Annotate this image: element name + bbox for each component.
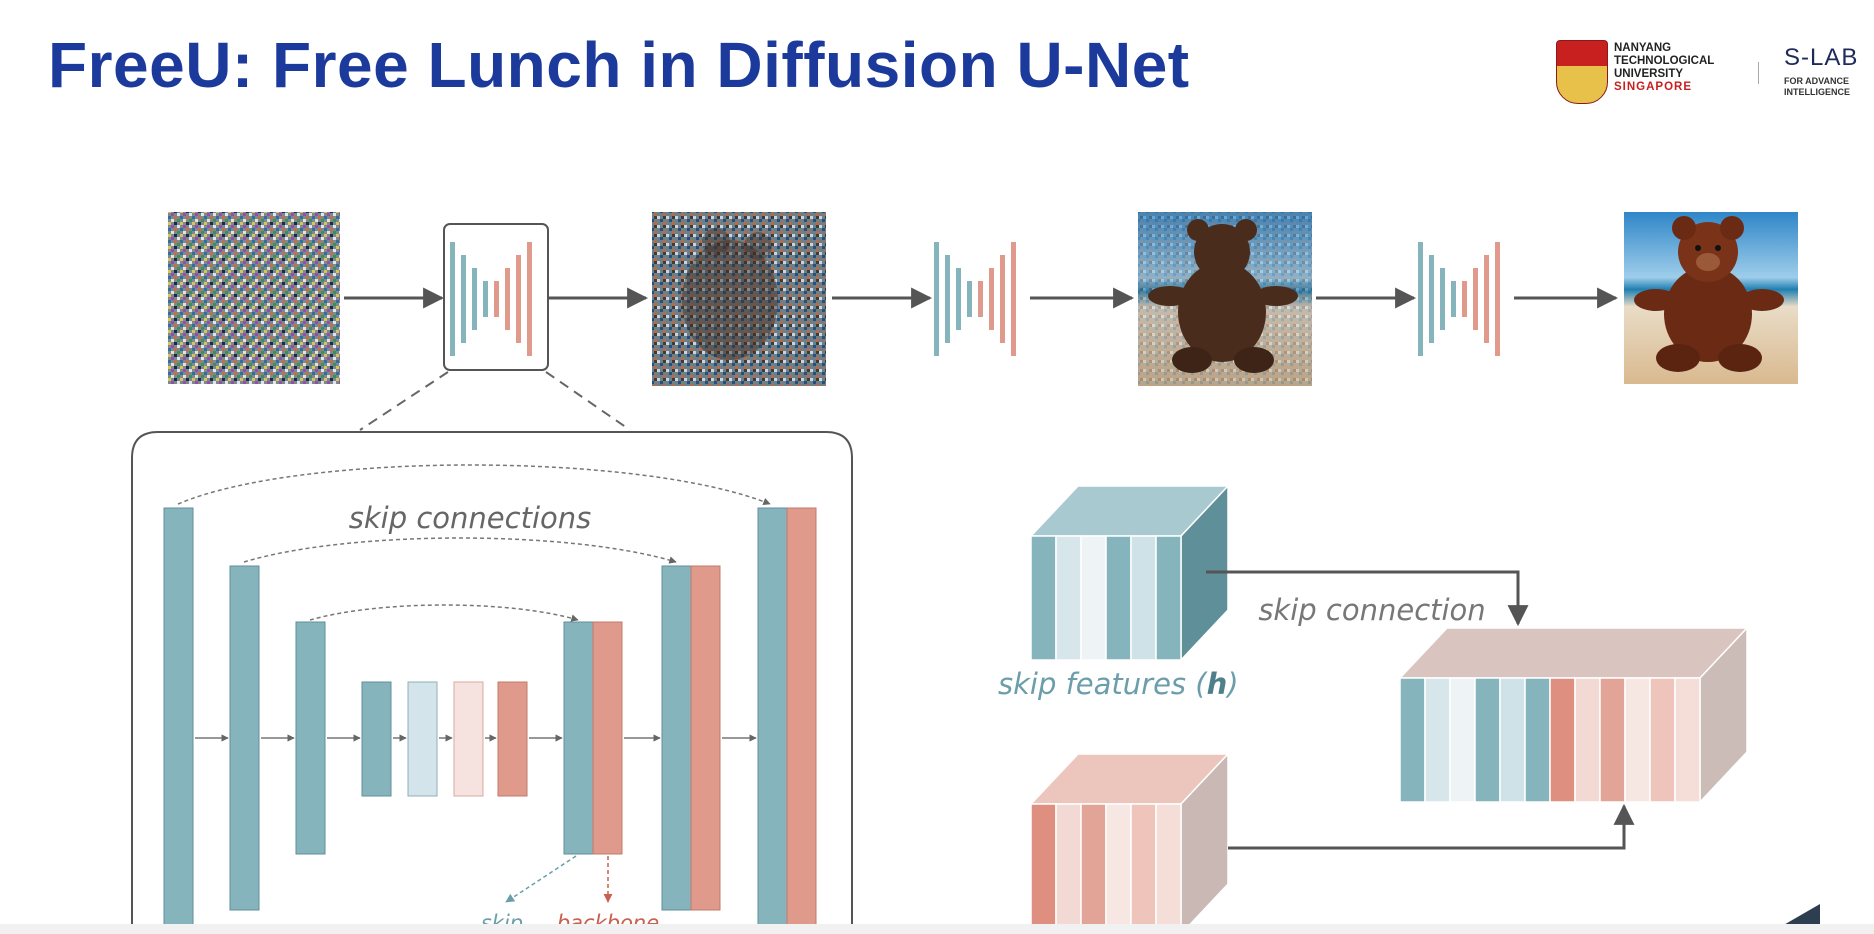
logo-divider <box>1758 62 1759 84</box>
skip-arc-outer <box>177 464 771 505</box>
logo-group: NANYANG TECHNOLOGICAL UNIVERSITY SINGAPO… <box>1552 38 1874 108</box>
noise-image <box>168 212 340 384</box>
partially-denoised-image <box>652 212 826 386</box>
decoder-backbone-block-3 <box>592 621 623 855</box>
skip-features-symbol: h <box>1207 667 1228 701</box>
decoder-skip-block-3 <box>563 621 594 855</box>
backbone-features-cube <box>1029 752 1230 934</box>
skip-output-arrow <box>505 855 577 903</box>
encoder-block-3 <box>295 621 326 855</box>
ntu-line-3: UNIVERSITY <box>1614 68 1684 80</box>
ntu-line-1: NANYANG <box>1614 42 1672 54</box>
encoder-block-2 <box>229 565 260 911</box>
skip-features-label-text: skip features ( <box>998 667 1208 701</box>
skip-connections-label: skip connections <box>349 501 591 535</box>
skip-arc-middle <box>243 537 677 564</box>
skip-connection-arrow <box>1206 570 1529 627</box>
slide-title: FreeU: Free Lunch in Diffusion U-Net <box>48 29 1190 101</box>
denoising-pipeline <box>168 212 1798 386</box>
slab-logo-subtitle: FOR ADVANCE INTELLIGENCE <box>1784 76 1850 98</box>
unet-panel-frame <box>131 431 853 934</box>
concatenated-features-cube <box>1398 626 1749 804</box>
bottleneck-block-1 <box>361 681 392 797</box>
zoom-line-left <box>359 371 449 431</box>
bottleneck-block-4 <box>497 681 528 797</box>
noisy-teddy-bear-image <box>1138 212 1312 386</box>
unet-icon-1 <box>450 242 532 356</box>
ntu-line-2: TECHNOLOGICAL <box>1614 55 1715 67</box>
backbone-connection-arrow <box>1228 803 1635 850</box>
skip-features-label-close: ) <box>1225 667 1238 701</box>
slab-logo-title: S-LAB <box>1784 44 1859 71</box>
zoom-line-right <box>545 371 631 431</box>
encoder-block-1 <box>163 507 194 934</box>
unet-detail-panel: skip connections s <box>131 431 853 934</box>
slab-sub-line-2: INTELLIGENCE <box>1784 87 1851 97</box>
unet-icon-2 <box>934 242 1016 356</box>
ntu-line-4: SINGAPORE <box>1614 81 1693 93</box>
ntu-wordmark: NANYANG TECHNOLOGICAL UNIVERSITY SINGAPO… <box>1614 42 1714 94</box>
bottleneck-block-2 <box>407 681 438 797</box>
skip-arc-inner <box>309 604 579 622</box>
decoder-skip-block-2 <box>661 565 692 911</box>
decoder-backbone-block-1 <box>786 507 817 934</box>
bottleneck-block-3 <box>453 681 484 797</box>
skip-connection-label: skip connection <box>1258 593 1485 627</box>
bottom-bar <box>0 924 1874 934</box>
unet-icon-3 <box>1418 242 1500 356</box>
ntu-crest-logo <box>1556 40 1608 104</box>
decoder-backbone-block-2 <box>690 565 721 911</box>
skip-features-cube <box>1029 484 1230 662</box>
slab-sub-line-1: FOR ADVANCE <box>1784 76 1849 86</box>
clean-teddy-bear-image <box>1624 212 1798 384</box>
skip-features-label: skip features (h) <box>998 667 1239 701</box>
feature-concat-diagram: skip features (h) <box>998 484 1749 934</box>
decoder-skip-block-1 <box>757 507 788 934</box>
